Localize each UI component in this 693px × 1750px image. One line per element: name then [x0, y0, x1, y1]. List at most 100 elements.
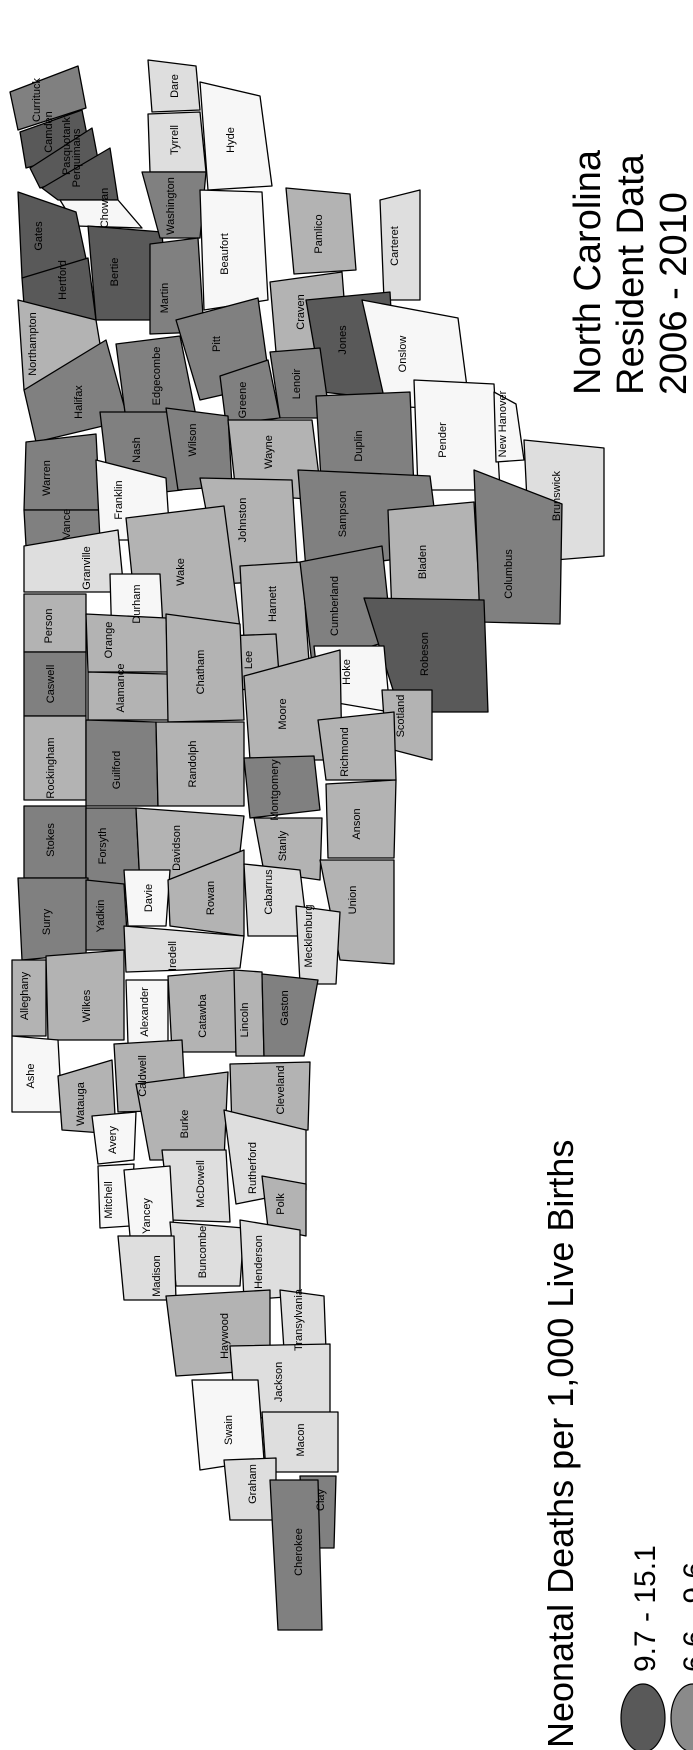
county-label-mcdowell: McDowell: [195, 1160, 207, 1208]
county-label-nash: Nash: [131, 437, 143, 463]
county-label-orange: Orange: [103, 622, 115, 659]
county-label-forsyth: Forsyth: [97, 828, 109, 865]
county-label-perquimans: Perquimans: [71, 128, 83, 187]
county-label-yadkin: Yadkin: [95, 900, 107, 933]
county-label-caldwell: Caldwell: [137, 1055, 149, 1097]
county-warren: [23, 433, 101, 511]
county-label-clay: Clay: [315, 1489, 327, 1512]
county-label-union: Union: [347, 886, 359, 915]
county-label-moore: Moore: [277, 698, 289, 729]
county-label-johnston: Johnston: [237, 498, 249, 543]
county-robeson: [363, 597, 489, 713]
county-label-lincoln: Lincoln: [239, 1003, 251, 1038]
county-label-rutherford: Rutherford: [247, 1142, 259, 1194]
county-label-davie: Davie: [143, 884, 155, 912]
county-label-northampton: Northampton: [27, 312, 39, 376]
county-person: [23, 593, 87, 653]
county-avery: [91, 1111, 137, 1165]
county-iredell: [123, 925, 245, 973]
county-label-polk: Polk: [275, 1193, 287, 1215]
county-henderson: [239, 1219, 301, 1301]
county-label-burke: Burke: [179, 1110, 191, 1139]
county-cleveland: [229, 1061, 311, 1131]
county-label-gates: Gates: [33, 221, 45, 251]
county-richmond: [317, 711, 397, 781]
title-line-3: 2006 - 2010: [653, 192, 693, 395]
county-label-montgomery: Montgomery: [269, 759, 281, 821]
county-label-alamance: Alamance: [115, 664, 127, 713]
county-label-gaston: Gaston: [279, 990, 291, 1025]
county-label-carteret: Carteret: [389, 226, 401, 266]
county-label-robeson: Robeson: [419, 632, 431, 676]
county-label-buncombe: Buncombe: [197, 1226, 209, 1279]
county-label-alleghany: Alleghany: [19, 971, 31, 1020]
county-yadkin: [85, 879, 129, 951]
county-label-mitchell: Mitchell: [103, 1181, 115, 1218]
county-label-rockingham: Rockingham: [45, 737, 57, 798]
county-label-franklin: Franklin: [113, 480, 125, 519]
county-carteret: [379, 189, 421, 301]
county-label-camden: Camden: [43, 111, 55, 153]
title-line-1: North Carolina: [567, 149, 609, 395]
county-label-beaufort: Beaufort: [219, 233, 231, 275]
county-label-wayne: Wayne: [263, 435, 275, 469]
county-dare: [147, 59, 201, 113]
county-label-craven: Craven: [295, 294, 307, 329]
county-label-sampson: Sampson: [337, 491, 349, 537]
county-label-avery: Avery: [107, 1126, 119, 1154]
legend-label-1: 6.6 - 9.6: [678, 1562, 693, 1672]
county-columbus: [473, 469, 563, 625]
county-cherokee: [269, 1479, 323, 1631]
county-label-pamlico: Pamlico: [313, 214, 325, 253]
county-label-richmond: Richmond: [339, 727, 351, 777]
county-ashe: [11, 1035, 63, 1113]
county-label-catawba: Catawba: [197, 993, 209, 1037]
county-label-brunswick: Brunswick: [551, 470, 563, 521]
county-label-rowan: Rowan: [205, 881, 217, 915]
county-label-alexander: Alexander: [139, 987, 151, 1037]
county-label-chowan: Chowan: [99, 188, 111, 228]
county-label-henderson: Henderson: [253, 1235, 265, 1289]
county-currituck: [9, 65, 87, 131]
county-label-iredell: Iredell: [167, 941, 179, 971]
county-alleghany: [11, 959, 47, 1037]
county-label-macon: Macon: [295, 1423, 307, 1456]
county-label-onslow: Onslow: [397, 336, 409, 373]
county-label-chatham: Chatham: [195, 650, 207, 695]
county-label-scotland: Scotland: [395, 695, 407, 738]
county-label-anson: Anson: [351, 808, 363, 839]
map-title: North Carolina Resident Data 2006 - 2010: [567, 149, 693, 395]
county-madison: [117, 1235, 177, 1301]
county-label-jones: Jones: [337, 325, 349, 355]
county-beaufort: [199, 189, 269, 311]
county-label-currituck: Currituck: [31, 78, 43, 123]
county-label-transylvania: Transylvania: [293, 1288, 305, 1351]
county-label-durham: Durham: [131, 584, 143, 623]
county-hyde: [199, 81, 273, 191]
county-label-ashe: Ashe: [25, 1063, 37, 1088]
county-pamlico: [285, 187, 357, 275]
county-label-graham: Graham: [247, 1464, 259, 1504]
county-label-washington: Washington: [165, 177, 177, 235]
legend-swatch-1: [670, 1683, 693, 1750]
county-anson: [325, 779, 397, 859]
county-label-mecklenburg: Mecklenburg: [303, 905, 315, 968]
county-label-davidson: Davidson: [171, 825, 183, 871]
county-label-cherokee: Cherokee: [293, 1528, 305, 1576]
county-macon: [261, 1411, 339, 1473]
county-label-caswell: Caswell: [45, 665, 57, 704]
county-washington: [141, 171, 207, 239]
county-gaston: [261, 973, 319, 1057]
county-label-martin: Martin: [159, 283, 171, 314]
county-label-new-hanover: New Hanover: [497, 390, 509, 457]
county-label-cumberland: Cumberland: [329, 576, 341, 636]
county-orange: [85, 613, 169, 673]
county-label-granville: Granville: [81, 546, 93, 589]
county-label-cleveland: Cleveland: [275, 1066, 287, 1115]
county-label-haywood: Haywood: [219, 1313, 231, 1359]
county-label-madison: Madison: [151, 1255, 163, 1297]
county-label-edgecombe: Edgecombe: [151, 347, 163, 406]
county-label-hoke: Hoke: [341, 659, 353, 685]
county-label-stanly: Stanly: [277, 830, 289, 861]
